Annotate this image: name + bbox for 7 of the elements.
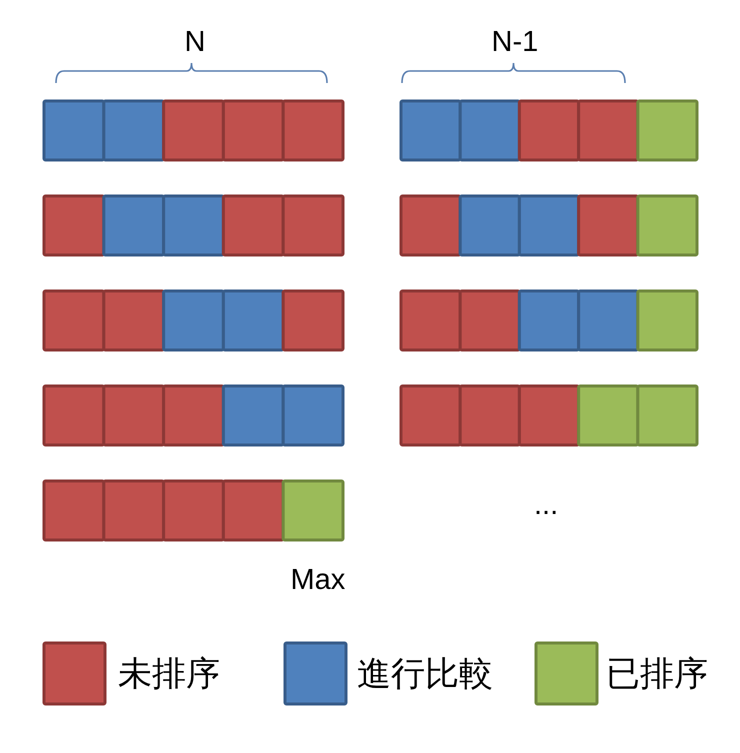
size-label: N: [184, 28, 206, 56]
ellipsis: ...: [534, 490, 558, 520]
max-label: Max: [290, 566, 346, 594]
legend-label: 已排序: [606, 657, 708, 691]
size-label: N-1: [492, 28, 538, 56]
legend-label: 未排序: [118, 657, 220, 691]
legend-label: 進行比較: [357, 657, 493, 691]
